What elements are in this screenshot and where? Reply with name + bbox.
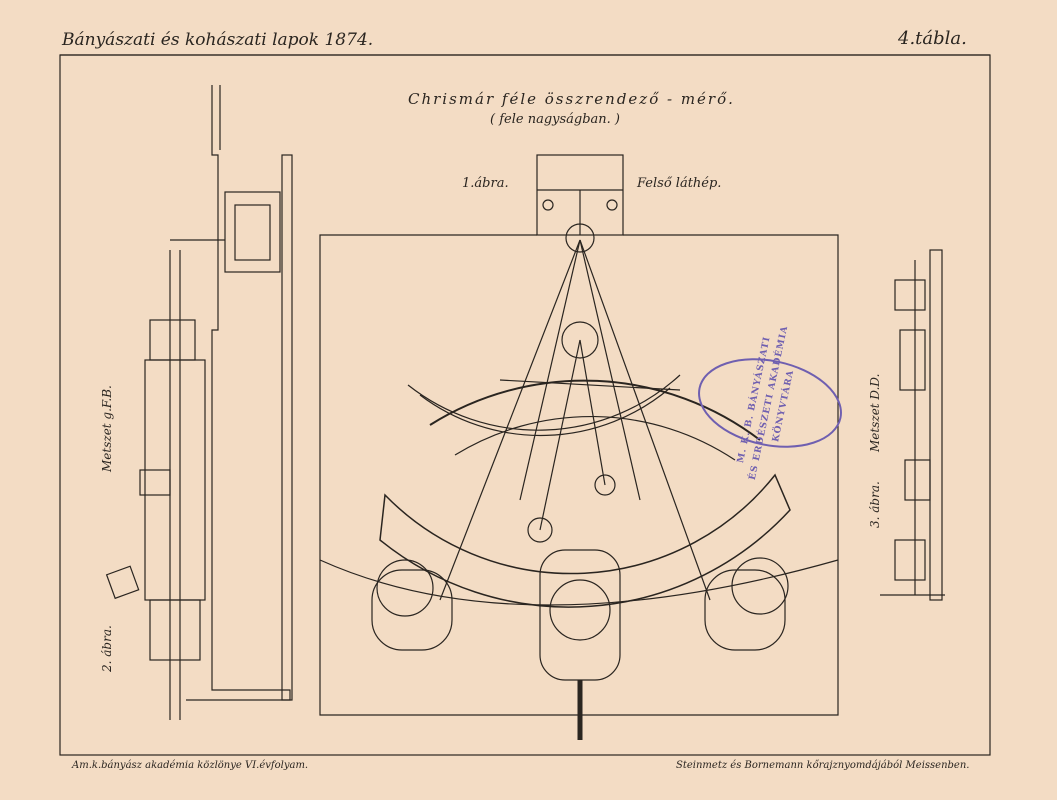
figure2-drawing <box>105 85 293 720</box>
journal-header: Bányászati és kohászati lapok 1874. <box>62 30 374 50</box>
figure1-drawing <box>319 154 839 740</box>
figure3-drawing <box>880 249 945 601</box>
plate-border <box>59 54 991 756</box>
figure3-label: 3. ábra. <box>868 481 882 528</box>
footer-left: Am.k.bányász akadémia közlönye VI.évfoly… <box>72 760 309 771</box>
figure3-section-label: Metszet D.D. <box>868 373 882 452</box>
figure1-label: 1.ábra. <box>462 176 509 191</box>
figure2-section-label: Metszet g.F.B. <box>100 385 114 472</box>
stamp-oval <box>698 358 842 448</box>
figure2-label: 2. ábra. <box>100 625 114 672</box>
footer-right: Steinmetz és Bornemann kőrajznyomdájából… <box>676 760 970 771</box>
drawing-subtitle: ( fele nagyságban. ) <box>490 112 621 127</box>
figure1-view-label: Felső láthép. <box>637 176 722 191</box>
plate-number: 4.tábla. <box>898 28 967 49</box>
library-stamp <box>687 343 852 462</box>
drawing-title: Chrismár féle összrendező - mérő. <box>408 90 735 108</box>
